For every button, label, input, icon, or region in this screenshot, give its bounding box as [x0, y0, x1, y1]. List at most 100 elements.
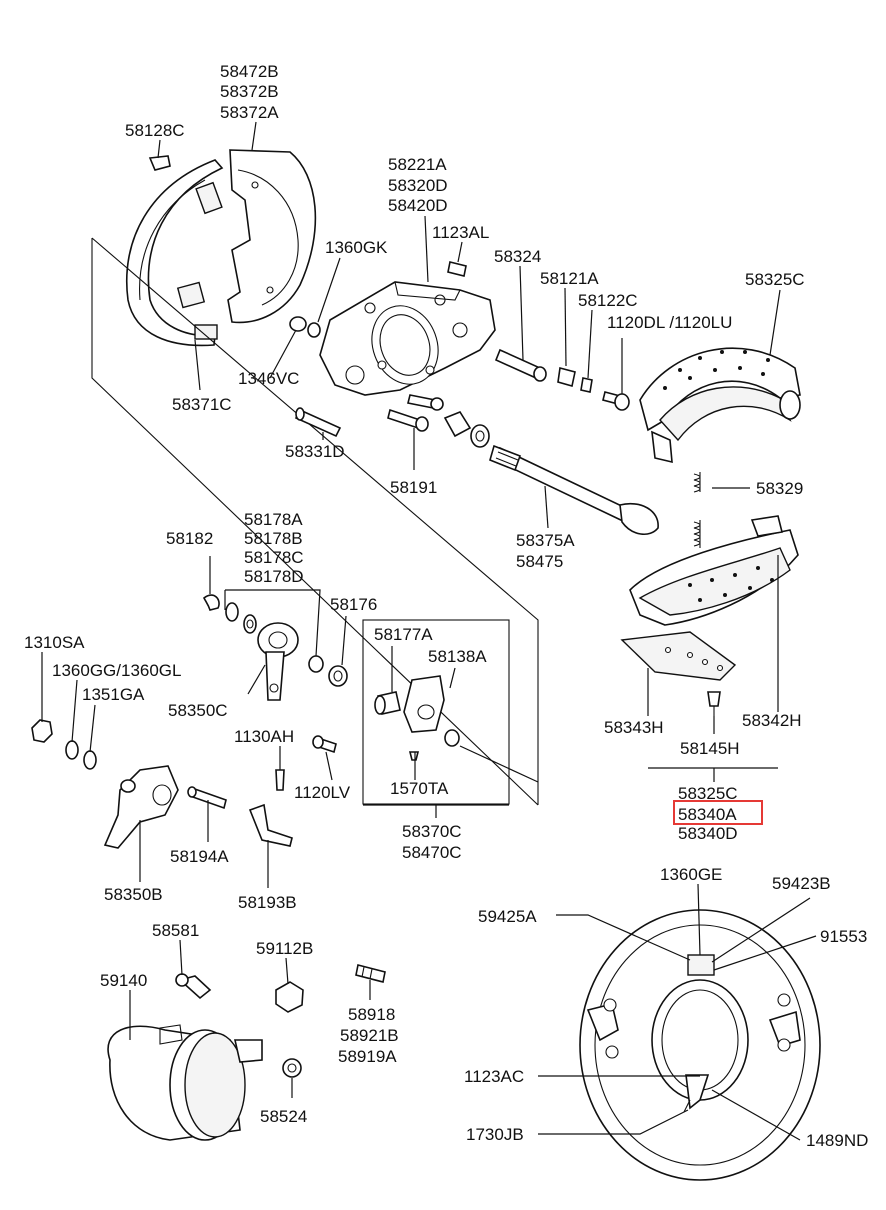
- label-58350B: 58350B: [104, 885, 163, 904]
- fitting-58918: [355, 964, 386, 983]
- label-58178A: 58178A: [244, 510, 303, 529]
- nut-1310SA: [31, 719, 53, 743]
- label-59423B: 59423B: [772, 874, 831, 893]
- camshaft-58375A: [489, 444, 659, 535]
- label-58193B: 58193B: [238, 893, 297, 912]
- brake-spider-part: [319, 281, 496, 396]
- label-58331D: 58331D: [285, 442, 345, 461]
- label-58475: 58475: [516, 552, 563, 571]
- label-58350C: 58350C: [168, 701, 228, 720]
- label-58320D: 58320D: [388, 176, 448, 195]
- nut-59112B: [275, 981, 304, 1013]
- label-58340D: 58340D: [678, 824, 738, 843]
- label-58370C: 58370C: [402, 822, 462, 841]
- backing-plate-bottom: [579, 909, 821, 1181]
- lever-58350B: [103, 765, 179, 849]
- label-1123AC: 1123AC: [464, 1067, 524, 1086]
- adjuster-58138A: [403, 675, 460, 747]
- label-58342H: 58342H: [742, 711, 802, 730]
- label-58191: 58191: [390, 478, 437, 497]
- label-1360GG: 1360GG/1360GL: [52, 661, 181, 680]
- bolt-1120LV: [312, 735, 337, 754]
- label-58178B: 58178B: [244, 529, 303, 548]
- bolts-58191: [387, 394, 444, 432]
- bolt-1123AL: [447, 261, 467, 277]
- clip-58121A: [557, 366, 576, 388]
- brake-chamber-59140: [107, 1024, 263, 1141]
- label-58472B: 58472B: [220, 62, 279, 81]
- bushing-58176: [328, 665, 348, 687]
- label-58372A: 58372A: [220, 103, 279, 122]
- screw-1570TA: [408, 751, 420, 761]
- label-58324: 58324: [494, 247, 541, 266]
- lining-plate-58343H: [620, 631, 737, 681]
- label-59112B: 59112B: [256, 939, 313, 958]
- rings-58178: [202, 594, 257, 634]
- brake-shoe-lower: [629, 515, 799, 626]
- label-58194A: 58194A: [170, 847, 229, 866]
- pin-58331D: [294, 407, 342, 438]
- bushing-seal: [443, 411, 490, 448]
- label-58121A: 58121A: [540, 269, 599, 288]
- label-58138A: 58138A: [428, 647, 487, 666]
- leader-lines: [41, 121, 817, 1141]
- bracket-58193B: [248, 803, 293, 847]
- label-91553: 91553: [820, 927, 867, 946]
- label-58340A: 58340A: [678, 805, 737, 824]
- label-58178D: 58178D: [244, 567, 304, 586]
- label-58128C: 58128C: [125, 121, 185, 140]
- label-58176: 58176: [330, 595, 377, 614]
- clip-58122C: [580, 377, 593, 393]
- washer-1360GG: [65, 740, 79, 760]
- label-58177A: 58177A: [374, 625, 433, 644]
- part-labels: 58472B 58372B 58372A 58128C 58371C 58221…: [24, 62, 868, 1150]
- label-58182: 58182: [166, 529, 213, 548]
- washer-1351GA: [83, 750, 97, 770]
- bolt-1120DL: [602, 391, 630, 411]
- label-1310SA: 1310SA: [24, 633, 85, 652]
- label-58343H: 58343H: [604, 718, 664, 737]
- label-58581: 58581: [152, 921, 199, 940]
- label-1730JB: 1730JB: [466, 1125, 524, 1144]
- label-58420D: 58420D: [388, 196, 448, 215]
- label-58329: 58329: [756, 479, 803, 498]
- adjuster-kit-box: [362, 619, 510, 805]
- springs-58329: [693, 472, 701, 548]
- rivet-58145H: [707, 691, 721, 716]
- label-58221A: 58221A: [388, 155, 447, 174]
- label-1120LV: 1120LV: [294, 783, 351, 802]
- label-58470C: 58470C: [402, 843, 462, 862]
- label-58122C: 58122C: [578, 291, 638, 310]
- nut-1346VC: [289, 316, 307, 332]
- highlight-box-58340A: [673, 800, 763, 825]
- label-58375A: 58375A: [516, 531, 575, 550]
- label-58325C-top: 58325C: [745, 270, 805, 289]
- label-58919A: 58919A: [338, 1047, 397, 1066]
- bolt-58581: [175, 973, 212, 1000]
- slack-adjuster-58350C: [257, 622, 299, 701]
- adjuster-58177A: [374, 691, 401, 715]
- label-1570TA: 1570TA: [390, 779, 449, 798]
- label-1130AH: 1130AH: [234, 727, 294, 746]
- label-58921B: 58921B: [340, 1026, 399, 1045]
- label-1120DL: 1120DL /1120LU: [607, 313, 732, 332]
- label-1351GA: 1351GA: [82, 685, 145, 704]
- pin-58194A: [187, 786, 227, 810]
- label-59425A: 59425A: [478, 907, 537, 926]
- label-58145H: 58145H: [680, 739, 740, 758]
- label-1346VC: 1346VC: [238, 369, 299, 388]
- label-59140: 59140: [100, 971, 147, 990]
- label-58371C: 58371C: [172, 395, 232, 414]
- washer-58176-a: [308, 655, 324, 673]
- label-58325C: 58325C: [678, 784, 738, 803]
- label-1360GK: 1360GK: [325, 238, 388, 257]
- dust-shield-part: [126, 149, 317, 347]
- brake-shoe-upper: [639, 347, 801, 464]
- clip-58128C: [148, 155, 171, 171]
- label-58178C: 58178C: [244, 548, 304, 567]
- label-1489ND: 1489ND: [806, 1131, 868, 1150]
- label-58918: 58918: [348, 1005, 395, 1024]
- label-1360GE: 1360GE: [660, 865, 722, 884]
- pin-58324: [494, 348, 547, 382]
